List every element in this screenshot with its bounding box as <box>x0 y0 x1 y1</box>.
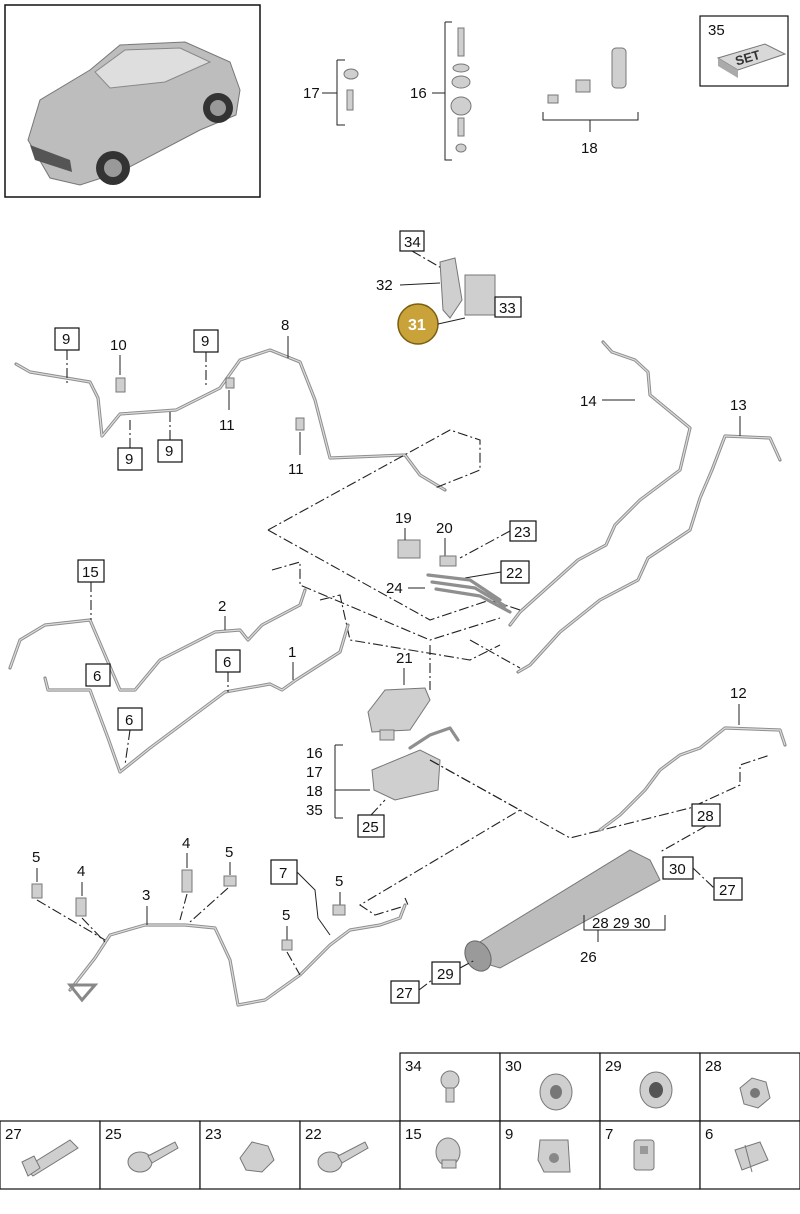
legend-num-6: 6 <box>705 1126 713 1143</box>
control-unit-group: 34 32 33 31 <box>376 230 522 345</box>
label-1: 1 <box>288 644 296 661</box>
pump-group-21-25: 21 16 17 18 35 25 <box>306 650 771 916</box>
label-28: 28 <box>697 808 714 825</box>
label-5-d: 5 <box>282 907 290 924</box>
screw-icon <box>127 1141 179 1173</box>
clip-icon <box>633 1139 655 1171</box>
bolt-icon <box>21 1139 79 1177</box>
legend-num-28: 28 <box>705 1058 722 1075</box>
label-10: 10 <box>110 337 127 354</box>
label-29: 29 <box>437 966 454 983</box>
nut-icon <box>739 1077 771 1109</box>
label-14: 14 <box>580 393 597 410</box>
label-16-mid: 16 <box>306 745 323 762</box>
label-24: 24 <box>386 580 403 597</box>
legend-num-23: 23 <box>205 1126 222 1143</box>
pipe-assembly-3: 5 4 3 4 5 7 5 5 <box>31 835 407 1007</box>
part-group-16-top: 16 <box>410 21 472 161</box>
legend-num-22: 22 <box>305 1126 322 1143</box>
clip-icon <box>435 1137 461 1169</box>
label-9-a: 9 <box>62 331 70 348</box>
center-routing: 19 20 23 22 24 <box>267 429 537 690</box>
part-group-18-top: 18 <box>542 47 639 157</box>
label-3: 3 <box>142 887 150 904</box>
label-9-c: 9 <box>125 451 133 468</box>
label-35-top: 35 <box>708 22 725 39</box>
label-17-top: 17 <box>303 85 320 102</box>
pipe-assembly-8: 9 10 9 8 11 11 9 9 <box>14 317 447 492</box>
label-15: 15 <box>82 564 99 581</box>
legend-num-25: 25 <box>105 1126 122 1143</box>
label-27-left: 27 <box>396 985 413 1002</box>
label-7: 7 <box>279 865 287 882</box>
label-20: 20 <box>436 520 453 537</box>
legend-num-30: 30 <box>505 1058 522 1075</box>
label-13: 13 <box>730 397 747 414</box>
label-17-mid: 17 <box>306 764 323 781</box>
label-30: 30 <box>669 861 686 878</box>
label-12: 12 <box>730 685 747 702</box>
label-11-a: 11 <box>219 417 235 434</box>
clip-icon <box>734 1141 769 1173</box>
label-6-b: 6 <box>223 654 231 671</box>
label-5-a: 5 <box>32 849 40 866</box>
label-18-mid: 18 <box>306 783 323 800</box>
part-group-35-set: 35 SET <box>699 15 789 87</box>
set-label: SET <box>733 47 761 68</box>
label-18-top: 18 <box>581 140 598 157</box>
label-5-b: 5 <box>225 844 233 861</box>
screw-icon <box>317 1141 369 1173</box>
label-4-a: 4 <box>77 863 85 880</box>
clip-icon <box>440 1070 460 1103</box>
label-33: 33 <box>499 300 516 317</box>
label-6-c: 6 <box>125 712 133 729</box>
parts-legend: 34 30 29 28 27 25 23 22 15 9 7 6 <box>0 1052 800 1190</box>
holder-icon <box>537 1139 571 1173</box>
pipe-assembly-1-2: 15 2 1 6 6 6 <box>8 559 350 774</box>
label-5-c: 5 <box>335 873 343 890</box>
label-32: 32 <box>376 277 393 294</box>
label-28-29-30: 28 29 30 <box>592 915 650 932</box>
legend-num-34: 34 <box>405 1058 422 1075</box>
grommet-icon <box>639 1071 673 1109</box>
label-11-b: 11 <box>288 461 304 478</box>
label-26: 26 <box>580 949 597 966</box>
vehicle-thumbnail <box>4 4 261 198</box>
part-group-17-top: 17 <box>303 59 359 126</box>
label-31: 31 <box>408 317 426 334</box>
label-34: 34 <box>404 234 421 251</box>
legend-num-29: 29 <box>605 1058 622 1075</box>
legend-cell-30[interactable] <box>499 1052 601 1122</box>
grommet-icon <box>539 1073 573 1111</box>
label-23: 23 <box>514 524 531 541</box>
label-8: 8 <box>281 317 289 334</box>
label-2: 2 <box>218 598 226 615</box>
legend-num-9: 9 <box>505 1126 513 1143</box>
label-25: 25 <box>362 819 379 836</box>
label-16-top: 16 <box>410 85 427 102</box>
label-27-right: 27 <box>719 882 736 899</box>
label-6-a: 6 <box>93 668 101 685</box>
label-9-b: 9 <box>201 333 209 350</box>
label-21: 21 <box>396 650 413 667</box>
pipe-assembly-14-13: 14 13 <box>508 340 782 674</box>
label-22: 22 <box>506 565 523 582</box>
nut-icon <box>239 1141 275 1173</box>
legend-num-27: 27 <box>5 1126 22 1143</box>
legend-num-15: 15 <box>405 1126 422 1143</box>
legend-num-7: 7 <box>605 1126 613 1143</box>
label-9-d: 9 <box>165 443 173 460</box>
reservoir-group-26: 12 28 30 27 28 29 30 26 29 27 <box>390 685 787 1004</box>
label-4-b: 4 <box>182 835 190 852</box>
label-19: 19 <box>395 510 412 527</box>
label-35-mid: 35 <box>306 802 323 819</box>
